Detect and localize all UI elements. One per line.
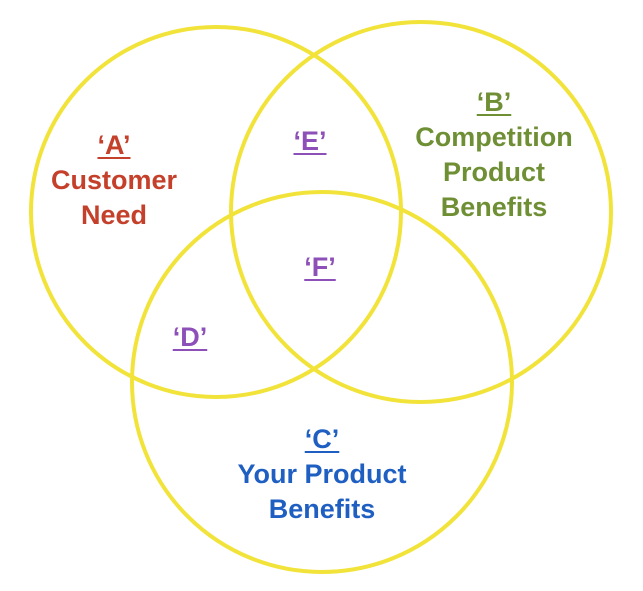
region-b-line1: Competition <box>415 122 573 152</box>
region-b-line2: Product <box>442 157 546 187</box>
region-b-key: ‘B’ <box>476 87 512 117</box>
region-a-label: ‘A’ Customer Need <box>51 128 177 233</box>
region-a-key: ‘A’ <box>97 130 131 160</box>
region-a-line2: Need <box>80 200 148 230</box>
circle-customer-need <box>29 25 403 399</box>
region-d-label: ‘D’ <box>173 320 208 355</box>
region-b-label: ‘B’ Competition Product Benefits <box>415 85 572 225</box>
region-f-key: ‘F’ <box>304 252 336 282</box>
region-b-line3: Benefits <box>440 192 548 222</box>
region-c-key: ‘C’ <box>304 424 340 454</box>
region-c-line2: Benefits <box>268 494 376 524</box>
region-c-line1: Your Product <box>237 459 407 489</box>
region-e-key: ‘E’ <box>293 126 327 156</box>
region-f-label: ‘F’ <box>304 250 336 285</box>
region-e-label: ‘E’ <box>293 124 326 159</box>
circle-your-product-benefits <box>130 190 514 574</box>
region-a-line1: Customer <box>50 165 178 195</box>
region-d-key: ‘D’ <box>172 322 208 352</box>
circle-competition-benefits <box>229 20 613 404</box>
region-c-label: ‘C’ Your Product Benefits <box>237 422 406 527</box>
